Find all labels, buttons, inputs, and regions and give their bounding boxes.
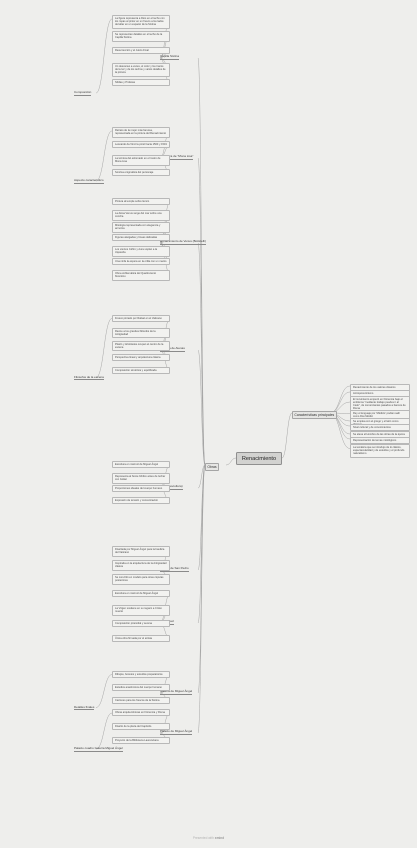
section-item[interactable]: Proyecto de la Biblioteca Laurenciana: [112, 737, 170, 745]
feature-item[interactable]: Nivel cultural y de conocimientos: [350, 424, 410, 432]
central-topic[interactable]: Renacimiento: [236, 452, 282, 465]
connector-line: [197, 464, 206, 571]
section-item[interactable]: Fresco pintado por Rafael en el Vaticano: [112, 314, 170, 322]
section-item[interactable]: La figura representa a Dios en el techo …: [112, 15, 170, 29]
section-item[interactable]: Platón y Aristóteles ocupan el centro de…: [112, 340, 170, 352]
section-item[interactable]: Reúne a los grandes filósofos de la Anti…: [112, 327, 170, 339]
section-sub-label[interactable]: Aspecto característico: [74, 178, 104, 184]
connector-line: [197, 157, 206, 466]
connector-line: [197, 464, 206, 624]
section-item[interactable]: La diosa Venus surge del mar sobre una c…: [112, 210, 170, 221]
section-item[interactable]: Leonardo da Vinci la pintó hacia 1503 y …: [112, 141, 170, 149]
section-item[interactable]: Inspirada en la arquitectura de la Antig…: [112, 560, 170, 571]
section-item[interactable]: Mitología representada con elegancia y a…: [112, 222, 170, 233]
footer-watermark: Presented with xmind: [0, 836, 417, 840]
section-item[interactable]: La Virgen sostiene en su regazo a Cristo…: [112, 605, 170, 616]
section-item[interactable]: Se convirtió en modelo para otras cúpula…: [112, 574, 170, 585]
footer-brand: xmind: [214, 836, 225, 840]
connector-line: [95, 18, 113, 94]
branch-obras[interactable]: Obras: [205, 463, 220, 471]
section-item[interactable]: Sibilas y Profetas: [112, 79, 170, 87]
branch-caracteristicas[interactable]: Características principales: [292, 411, 337, 419]
section-title[interactable]: Capilla Sixtina: [160, 54, 180, 60]
section-item[interactable]: Única obra firmada por el artista: [112, 635, 170, 643]
section-sub-label[interactable]: Composición: [74, 90, 92, 96]
section-item[interactable]: Escultura en mármol de Miguel Ángel: [112, 590, 170, 598]
connector-line: [281, 412, 293, 459]
section-item[interactable]: Los vientos Céfiro y Aura soplan a la iz…: [112, 246, 170, 257]
section-item[interactable]: Pintura al temple sobre lienzo: [112, 198, 170, 206]
section-item[interactable]: Escultura en mármol de Miguel Ángel: [112, 461, 170, 469]
section-title[interactable]: El Nacimiento de Venus (Botticelli): [160, 239, 206, 245]
section-item[interactable]: Una ninfa la espera en la orilla con un …: [112, 258, 170, 266]
section-item[interactable]: Retrato de la mujer más famosa, represen…: [112, 127, 170, 138]
connector-line: [329, 385, 351, 414]
connector-line: [197, 349, 206, 466]
connector-line: [95, 130, 113, 182]
connector-line: [225, 457, 237, 466]
section-sub-label[interactable]: Detalles finales: [74, 704, 95, 711]
section-title[interactable]: Miniatura de "Mona Lisa": [160, 154, 194, 160]
connector-line: [95, 318, 113, 378]
section-item[interactable]: Se representan detalles en el techo de l…: [112, 31, 170, 42]
connector-line: [197, 464, 206, 734]
feature-item[interactable]: La temática que se introdujo de lo clási…: [350, 444, 410, 458]
section-item[interactable]: Obras arquitectónicas en Florencia y Rom…: [112, 709, 170, 717]
connector-line: [95, 712, 113, 750]
section-title[interactable]: Cúpula de San Pedro: [160, 566, 189, 572]
footer-prefix: Presented with: [192, 836, 214, 840]
section-sub-label[interactable]: Palacio cuadro Galería Miguel Ángel: [74, 746, 123, 752]
section-item[interactable]: Cartones para los frescos de la Sixtina: [112, 696, 170, 704]
section-item[interactable]: Representa al héroe bíblico antes de luc…: [112, 473, 170, 484]
section-item[interactable]: La técnica del esfumado en el rostro de …: [112, 155, 170, 166]
connector-line: [95, 674, 113, 708]
section-item[interactable]: Resurrección y el Juicio Final: [112, 47, 170, 55]
section-item[interactable]: Un descanso a veces, el color y los traz…: [112, 63, 170, 77]
section-title[interactable]: Galería de Miguel Ángel: [160, 689, 193, 695]
section-title[interactable]: Palacio de Miguel Ángel: [160, 729, 193, 735]
section-item[interactable]: Composición simétrica y equilibrada: [112, 366, 170, 374]
section-item[interactable]: Sonrisa enigmática del personaje: [112, 169, 170, 177]
section-title[interactable]: Escuela de Atenas: [160, 346, 185, 352]
connector-line: [197, 464, 206, 489]
section-item[interactable]: Dibujos, bocetos y estudios preparatorio…: [112, 670, 170, 678]
connector-line: [197, 464, 206, 694]
section-item[interactable]: Proporciones ideales del cuerpo humano: [112, 485, 170, 493]
section-item[interactable]: Estudios anatómicos del cuerpo humano: [112, 683, 170, 691]
feature-item[interactable]: El movimiento empezó en Florencia bajo e…: [350, 396, 410, 413]
feature-item[interactable]: Representación de temas mitológicos: [350, 437, 410, 445]
section-title[interactable]: David (escultura): [160, 484, 183, 490]
section-item[interactable]: Expresión de tensión y concentración: [112, 497, 170, 505]
section-item[interactable]: Obra emblemática del Quattrocento floren…: [112, 270, 170, 281]
section-sub-label[interactable]: Filósofos de la escena: [74, 374, 104, 381]
section-item[interactable]: Figuras alargadas y líneas delicadas: [112, 234, 170, 242]
section-item[interactable]: Perspectiva lineal y arquitectura clásic…: [112, 353, 170, 361]
section-item[interactable]: Diseñada por Miguel Ángel para la basíli…: [112, 546, 170, 557]
section-item[interactable]: Diseño de la plaza del Capitolio: [112, 723, 170, 731]
section-item[interactable]: Composición piramidal y serena: [112, 620, 170, 628]
